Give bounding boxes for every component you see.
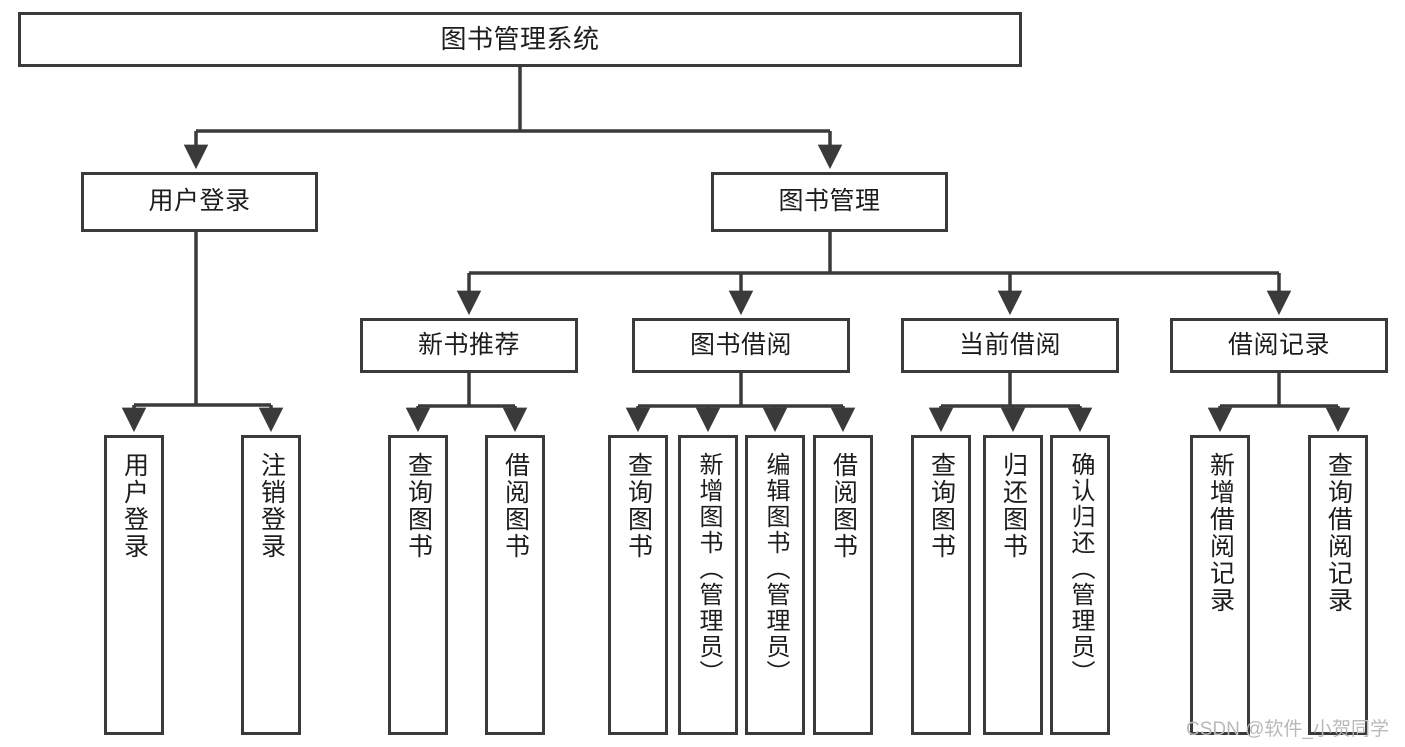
- node-leaf-query-book-3-label: 查询图书: [927, 452, 956, 560]
- node-book-management[interactable]: 图书管理: [711, 172, 948, 232]
- node-leaf-borrow-book-2[interactable]: 借阅图书: [813, 435, 873, 735]
- node-leaf-edit-book-admin[interactable]: 编辑图书（管理员）: [745, 435, 805, 735]
- node-borrow-record[interactable]: 借阅记录: [1170, 318, 1388, 373]
- node-root[interactable]: 图书管理系统: [18, 12, 1022, 67]
- node-leaf-add-borrow-record[interactable]: 新增借阅记录: [1190, 435, 1250, 735]
- node-leaf-query-book-2[interactable]: 查询图书: [608, 435, 668, 735]
- node-leaf-query-book-3[interactable]: 查询图书: [911, 435, 971, 735]
- node-leaf-borrow-book-1-label: 借阅图书: [501, 452, 530, 560]
- node-book-management-label: 图书管理: [778, 187, 881, 216]
- node-leaf-query-borrow-record-label: 查询借阅记录: [1324, 452, 1353, 614]
- node-leaf-add-book-admin[interactable]: 新增图书（管理员）: [678, 435, 738, 735]
- node-user-login-label: 用户登录: [148, 187, 251, 216]
- node-user-login[interactable]: 用户登录: [81, 172, 318, 232]
- node-leaf-query-book-1-label: 查询图书: [404, 452, 433, 560]
- node-new-book-recommend-label: 新书推荐: [417, 330, 520, 359]
- node-current-borrow-label: 当前借阅: [958, 330, 1061, 359]
- node-leaf-add-borrow-record-label: 新增借阅记录: [1206, 452, 1235, 614]
- node-leaf-user-login[interactable]: 用户登录: [104, 435, 164, 735]
- node-book-borrow-label: 图书借阅: [689, 330, 792, 359]
- node-leaf-edit-book-admin-label: 编辑图书（管理员）: [761, 452, 789, 686]
- node-leaf-query-book-1[interactable]: 查询图书: [388, 435, 448, 735]
- node-leaf-confirm-return-admin[interactable]: 确认归还（管理员）: [1050, 435, 1110, 735]
- node-leaf-query-borrow-record[interactable]: 查询借阅记录: [1308, 435, 1368, 735]
- node-book-borrow[interactable]: 图书借阅: [632, 318, 850, 373]
- node-new-book-recommend[interactable]: 新书推荐: [360, 318, 578, 373]
- csdn-watermark: CSDN @软件_小贺同学: [1186, 719, 1389, 740]
- node-leaf-confirm-return-admin-label: 确认归还（管理员）: [1066, 452, 1094, 686]
- node-leaf-user-logout-label: 注销登录: [257, 452, 286, 560]
- node-leaf-return-book[interactable]: 归还图书: [983, 435, 1043, 735]
- node-leaf-add-book-admin-label: 新增图书（管理员）: [694, 452, 722, 686]
- node-leaf-borrow-book-2-label: 借阅图书: [829, 452, 858, 560]
- node-leaf-user-logout[interactable]: 注销登录: [241, 435, 301, 735]
- node-root-label: 图书管理系统: [440, 24, 600, 55]
- node-leaf-borrow-book-1[interactable]: 借阅图书: [485, 435, 545, 735]
- node-leaf-return-book-label: 归还图书: [999, 452, 1028, 560]
- node-leaf-query-book-2-label: 查询图书: [624, 452, 653, 560]
- node-borrow-record-label: 借阅记录: [1227, 330, 1330, 359]
- node-current-borrow[interactable]: 当前借阅: [901, 318, 1119, 373]
- node-leaf-user-login-label: 用户登录: [120, 452, 149, 560]
